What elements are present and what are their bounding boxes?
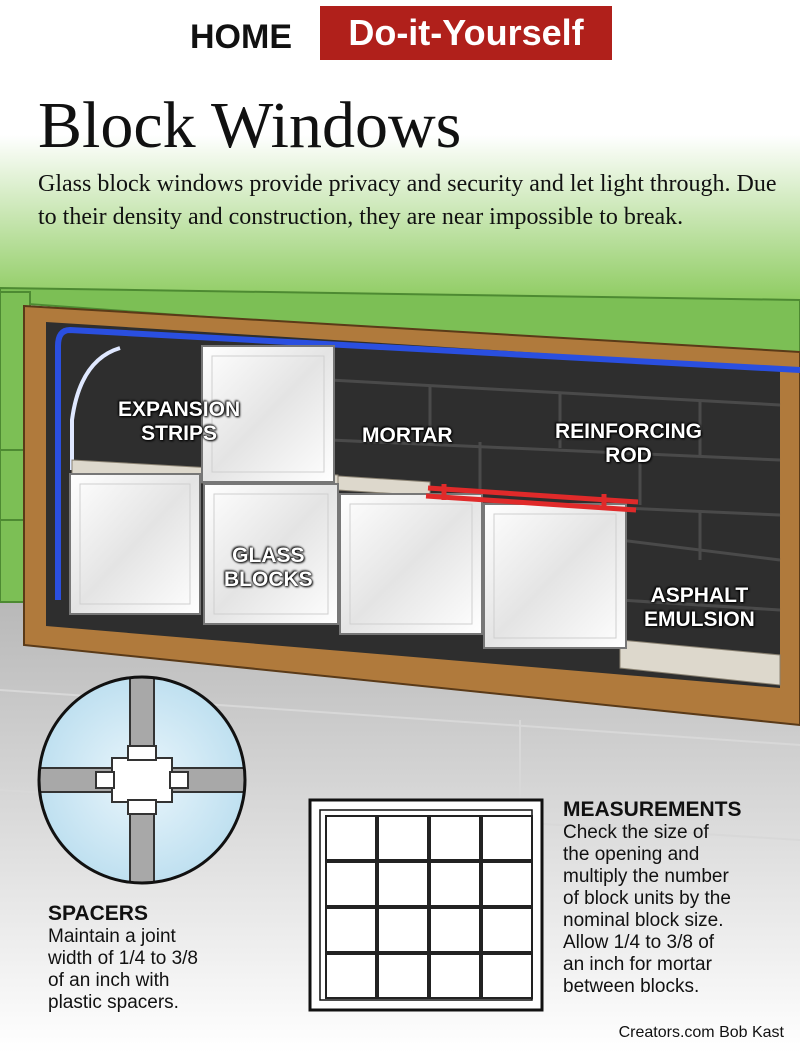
header-section: Do-it-Yourself bbox=[320, 6, 612, 60]
expansion-strip bbox=[55, 326, 800, 600]
grid-block bbox=[481, 907, 533, 953]
grid-block bbox=[429, 953, 481, 999]
grid-block bbox=[429, 907, 481, 953]
grid-block bbox=[377, 907, 429, 953]
intro-text: Glass block windows provide privacy and … bbox=[38, 171, 777, 230]
label-asphalt-emulsion: ASPHALT EMULSION bbox=[644, 584, 755, 631]
spacers-caption: SPACERS Maintain a joint width of 1/4 to… bbox=[48, 902, 288, 1014]
grid-block bbox=[481, 815, 533, 861]
grid-block bbox=[429, 815, 481, 861]
measurements-line: of block units by the bbox=[563, 888, 731, 909]
grid-block bbox=[377, 861, 429, 907]
measurements-heading: MEASUREMENTS bbox=[563, 798, 742, 821]
grid-block bbox=[481, 861, 533, 907]
asphalt-emulsion-layer bbox=[619, 639, 781, 686]
measurements-line: the opening and bbox=[563, 844, 700, 865]
grid-block bbox=[377, 815, 429, 861]
credit: Creators.com Bob Kast bbox=[618, 1024, 784, 1041]
grid-block bbox=[377, 953, 429, 999]
reinforcing-rod bbox=[425, 484, 639, 513]
grid-block bbox=[325, 815, 377, 861]
glass-blocks bbox=[69, 345, 627, 649]
measurements-line: Allow 1/4 to 3/8 of bbox=[563, 932, 715, 953]
grid-block bbox=[325, 907, 377, 953]
grid-block bbox=[429, 861, 481, 907]
measurements-line: nominal block size. bbox=[563, 910, 724, 931]
spacers-line: width of 1/4 to 3/8 bbox=[48, 948, 198, 969]
measurements-line: an inch for mortar bbox=[563, 954, 712, 975]
measurements-line: Check the size of bbox=[563, 822, 709, 843]
label-glass-blocks: GLASS BLOCKS bbox=[224, 544, 313, 591]
spacers-line: plastic spacers. bbox=[48, 992, 179, 1013]
measurements-caption: MEASUREMENTS Check the size of the openi… bbox=[563, 798, 793, 998]
page-title: Block Windows bbox=[38, 89, 462, 162]
grid-block bbox=[325, 861, 377, 907]
spacers-line: of an inch with bbox=[48, 970, 170, 991]
spacers-heading: SPACERS bbox=[48, 902, 148, 925]
label-reinforcing-rod: REINFORCING ROD bbox=[555, 420, 702, 467]
grid-block bbox=[325, 953, 377, 999]
spacer-detail bbox=[37, 675, 247, 885]
grid-block bbox=[481, 953, 533, 999]
header-home: HOME bbox=[190, 18, 292, 56]
label-mortar: MORTAR bbox=[362, 424, 453, 447]
measurements-line: between blocks. bbox=[563, 976, 700, 997]
spacers-line: Maintain a joint bbox=[48, 926, 176, 947]
label-expansion-strips: EXPANSION STRIPS bbox=[118, 398, 241, 445]
measurements-line: multiply the number bbox=[563, 866, 729, 887]
